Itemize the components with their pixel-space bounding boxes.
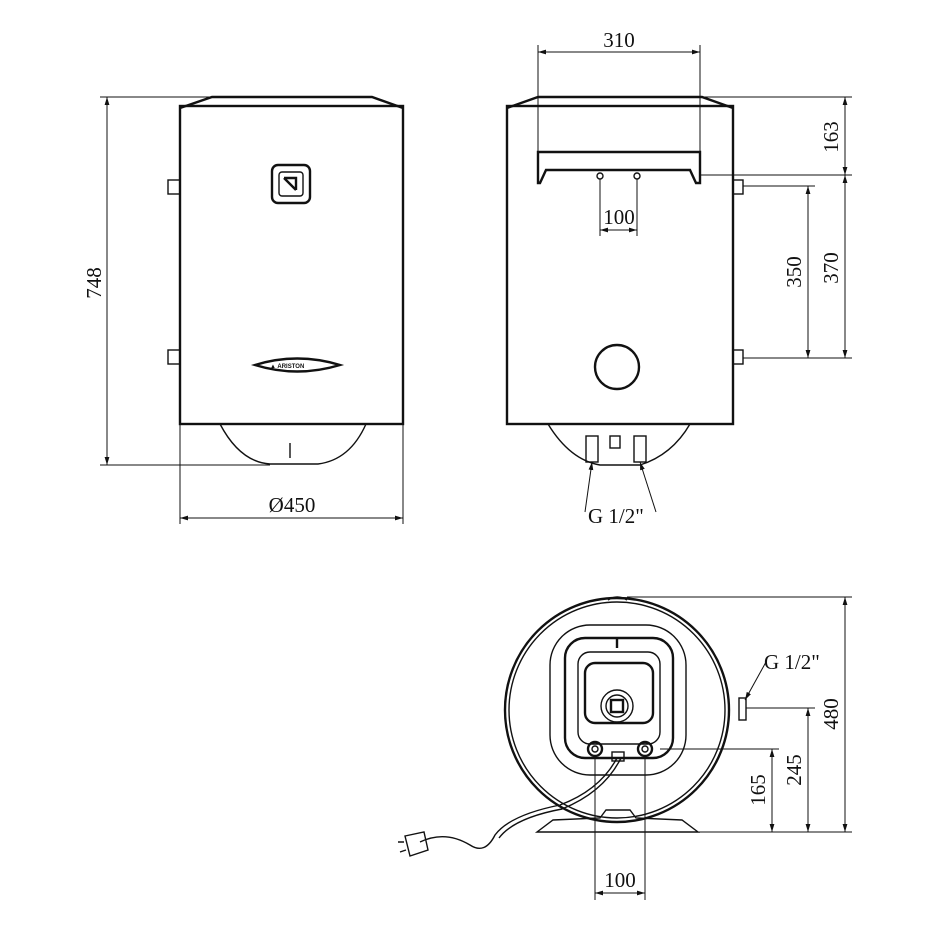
svg-text:245: 245 <box>782 754 806 786</box>
svg-text:480: 480 <box>819 698 843 730</box>
left-connector-bottom <box>167 349 181 365</box>
thread-label: G 1/2" <box>744 650 820 701</box>
dimension-245: 245 <box>746 707 815 832</box>
wall-bracket <box>536 150 702 185</box>
bottom-cover <box>180 423 367 465</box>
svg-text:350: 350 <box>782 256 806 288</box>
plug-icon <box>398 831 429 857</box>
svg-text:100: 100 <box>603 205 635 229</box>
dimension-100-holes: 100 <box>599 179 638 236</box>
svg-text:▲ ARISTON: ▲ ARISTON <box>270 364 304 370</box>
svg-text:100: 100 <box>604 868 636 892</box>
svg-text:748: 748 <box>82 267 106 299</box>
dimension-165: 165 <box>660 748 779 832</box>
svg-text:163: 163 <box>819 121 843 153</box>
stand <box>534 809 701 833</box>
flange-circle <box>593 343 641 391</box>
dimension-310: 310 <box>537 28 701 152</box>
dimension-480: 480 <box>627 596 852 833</box>
dimension-748: 748 <box>82 96 270 466</box>
dimension-100-pipes: 100 <box>594 756 646 900</box>
front-view: ▲ ARISTON 748 Ø450 <box>82 95 405 524</box>
ariston-logo: ▲ ARISTON <box>250 357 345 373</box>
tank-body <box>505 104 735 426</box>
left-connector-top <box>167 179 181 195</box>
svg-text:370: 370 <box>819 252 843 284</box>
pipe-fittings <box>585 435 647 463</box>
dimension-163: 163 <box>700 96 852 176</box>
power-cable <box>419 751 625 849</box>
dimension-350: 350 <box>743 185 815 358</box>
tank-body <box>178 104 405 426</box>
dimension-diameter: Ø450 <box>179 424 404 524</box>
svg-text:310: 310 <box>603 28 635 52</box>
svg-text:Ø450: Ø450 <box>269 493 316 517</box>
dimension-370: 370 <box>743 175 852 359</box>
svg-text:G 1/2": G 1/2" <box>764 650 820 674</box>
rear-view: 310 100 163 370 350 G 1/2" <box>505 28 852 528</box>
thermostat-icon <box>270 163 312 205</box>
bottom-view: 480 245 165 100 G 1/2" <box>398 596 852 900</box>
thread-label: G 1/2" <box>584 461 657 528</box>
svg-text:165: 165 <box>746 774 770 806</box>
top-cap <box>179 95 404 110</box>
svg-text:G 1/2": G 1/2" <box>588 504 644 528</box>
